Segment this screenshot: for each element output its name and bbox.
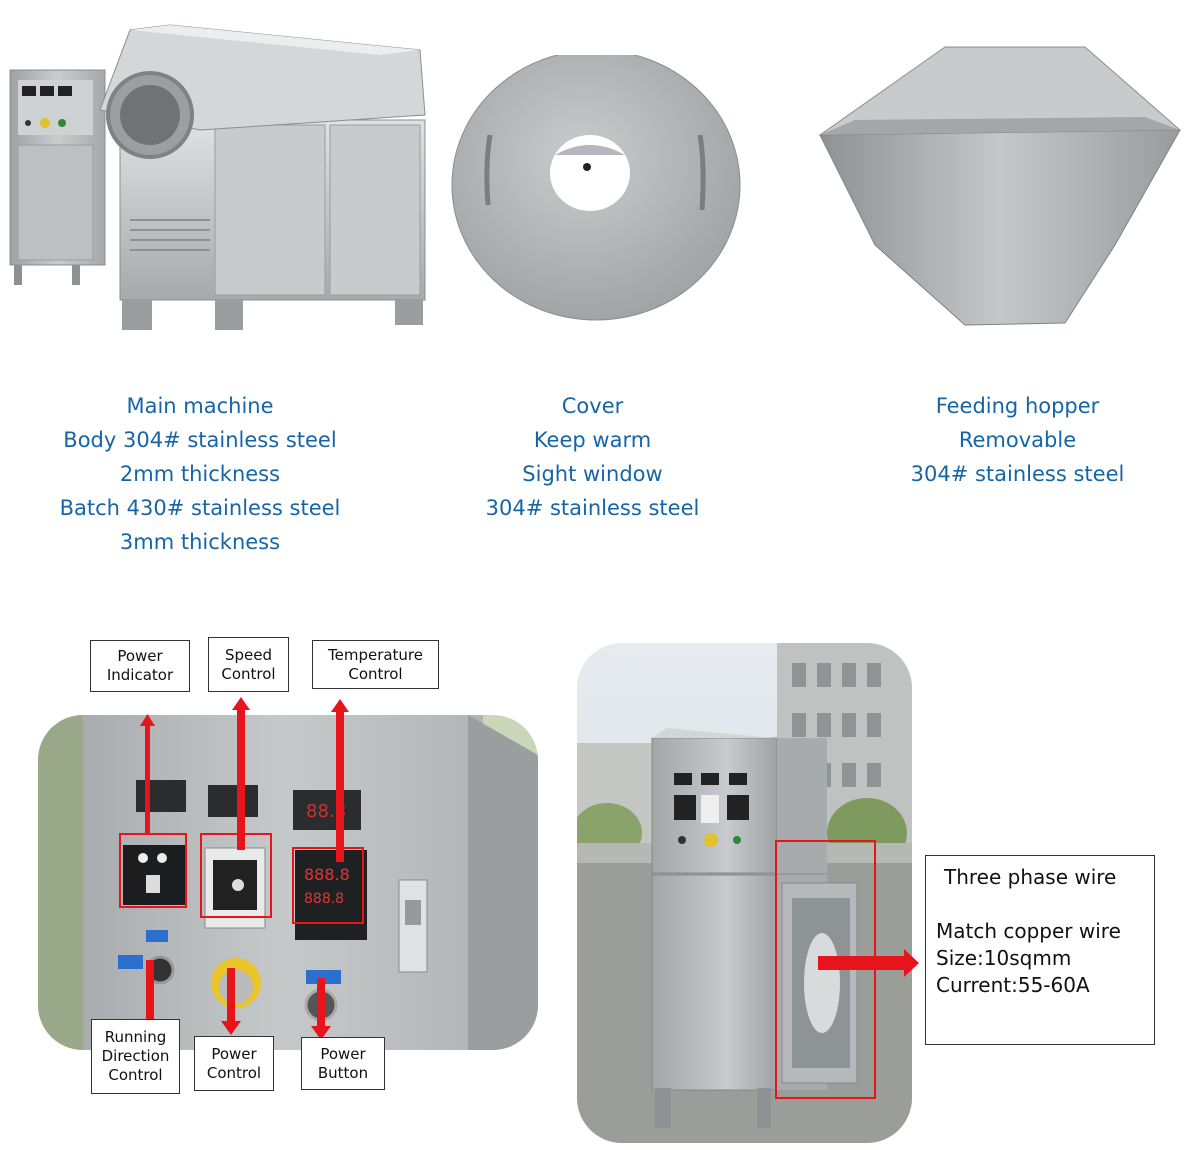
caption-line: 2mm thickness [119, 462, 281, 486]
wire-line: Current:55-60A [936, 973, 1090, 997]
power-control-label: Power Control [194, 1036, 274, 1091]
svg-text:888.8: 888.8 [304, 865, 350, 884]
control-cabinet-photo [577, 643, 912, 1143]
wire-title: Three phase wire [944, 865, 1117, 889]
cover-photo [451, 55, 741, 321]
caption-line: Sight window [522, 462, 663, 486]
speed-control-label: Speed Control [208, 637, 289, 692]
three-phase-wire-info: Three phase wire Match copper wire Size:… [925, 855, 1155, 1045]
feeding-hopper-photo [818, 46, 1182, 326]
caption-line: 304# stainless steel [910, 462, 1125, 486]
caption-line: Body 304# stainless steel [63, 428, 337, 452]
label-line: Control [108, 1066, 163, 1084]
power-button-label: Power Button [301, 1037, 385, 1090]
label-line: Power [320, 1044, 366, 1063]
cover-caption: Cover Keep warm Sight window 304# stainl… [450, 389, 735, 525]
caption-line: Cover [561, 394, 624, 418]
label-line: Power [211, 1044, 257, 1063]
caption-line: Feeding hopper [935, 394, 1100, 418]
svg-text:888.8: 888.8 [304, 891, 344, 907]
caption-line: 3mm thickness [119, 530, 281, 554]
label-line: Temperature [327, 645, 424, 664]
feeding-hopper-caption: Feeding hopper Removable 304# stainless … [870, 389, 1165, 491]
caption-line: 304# stainless steel [485, 496, 700, 520]
wire-line: Match copper wire [936, 919, 1121, 943]
label-line: Control [348, 664, 403, 683]
temperature-control-highlight [292, 847, 364, 924]
label-line: Control [206, 1063, 262, 1082]
label-line: Running [104, 1028, 167, 1046]
caption-line: Keep warm [533, 428, 652, 452]
main-machine-caption: Main machine Body 304# stainless steel 2… [40, 389, 360, 559]
wire-line: Size:10sqmm [936, 946, 1072, 970]
power-indicator-label: Power Indicator [90, 640, 190, 692]
label-line: Button [317, 1063, 369, 1082]
caption-line: Removable [958, 428, 1077, 452]
label-line: Speed [224, 645, 273, 664]
temperature-control-label: Temperature Control [312, 640, 439, 689]
power-indicator-highlight [119, 833, 187, 908]
running-direction-control-label: Running Direction Control [91, 1019, 180, 1094]
caption-line: Main machine [126, 394, 274, 418]
speed-control-highlight [200, 833, 272, 918]
main-machine-photo [9, 24, 426, 330]
label-line: Control [221, 664, 276, 683]
label-line: Indicator [106, 666, 174, 684]
label-line: Direction [101, 1047, 170, 1065]
label-line: Power [117, 647, 163, 665]
caption-line: Batch 430# stainless steel [59, 496, 341, 520]
